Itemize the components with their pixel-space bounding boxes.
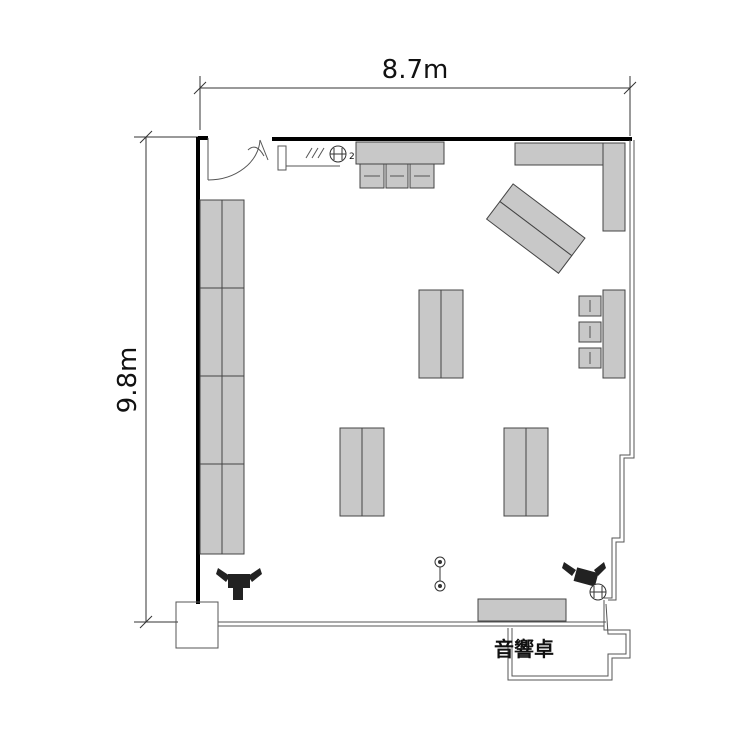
door-swing-icon [247,146,265,157]
angled-table [485,183,586,274]
top-right-tables [514,142,626,232]
center-table-right [503,427,549,517]
width-dimension: 8.7m [193,55,637,136]
door [207,138,269,181]
camera-icon [562,562,606,587]
height-label: 9.8m [113,347,143,414]
center-table-top [418,289,464,379]
width-label: 8.7m [382,55,449,85]
camera-icon [216,568,262,600]
floor-socket: 2 [329,145,355,163]
height-dimension: 9.8m [113,130,200,629]
audio-desk-label: 音響卓 [494,637,554,661]
left-wall-tables [199,199,245,555]
microphone-icon [589,583,607,601]
tripod-stand-icon [434,556,446,592]
center-table-left [339,427,385,517]
top-counter-with-chairs [355,141,445,189]
top-shelf [277,145,340,171]
bottom-desk [477,598,567,622]
socket-number: 2 [349,152,355,162]
right-table-with-chairs [578,289,626,379]
room-walls [175,136,635,681]
